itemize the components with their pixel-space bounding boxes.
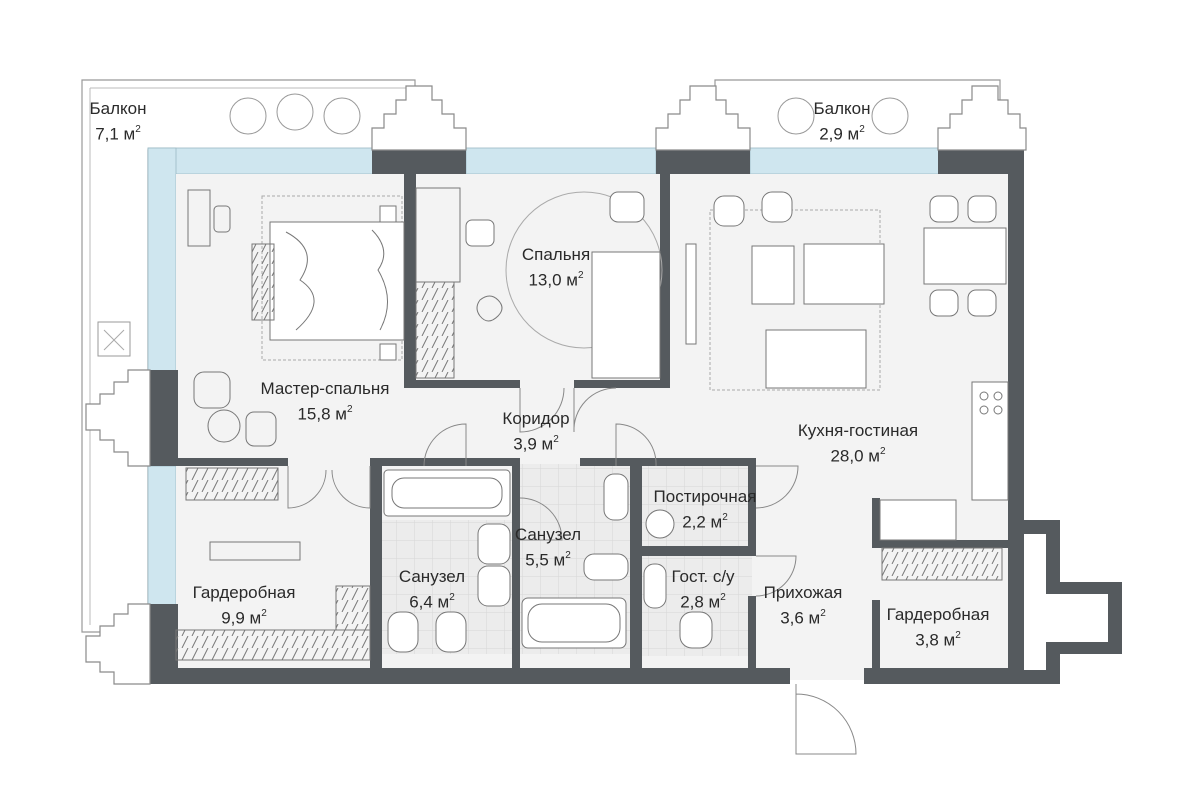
area-unit-superscript: 2 (346, 404, 353, 415)
facade-columns (85, 85, 1027, 685)
room-label-balcony-right: Балкон 2,9 м2 (813, 98, 870, 146)
room-label-bathroom-2: Санузел 6,4 м2 (399, 566, 465, 614)
planter-icon (97, 321, 131, 357)
room-area: 5,5 м (525, 550, 566, 570)
kitchen-counter-icon (879, 381, 1009, 541)
balcony-chair-icon (777, 97, 815, 135)
glazing (147, 147, 943, 609)
room-name: Прихожая (763, 583, 843, 602)
master-bed-icon (251, 195, 405, 361)
room-label-guest-wc: Гост. с/у 2,8 м2 (671, 566, 734, 614)
balcony-chair-icon (276, 93, 314, 131)
area-unit-superscript: 2 (820, 608, 826, 619)
room-area: 7,1 м (95, 124, 136, 144)
living-furniture (685, 191, 1007, 391)
area-unit-superscript: 2 (955, 630, 961, 641)
room-area: 3,6 м (780, 608, 821, 628)
room-name: Коридор (502, 409, 570, 428)
room-name: Постирочная (653, 487, 757, 506)
room-area: 3,8 м (915, 630, 956, 650)
area-unit-superscript: 2 (449, 592, 455, 603)
room-label-bedroom: Спальня 13,0 м2 (522, 244, 590, 292)
room-area: 15,8 м (297, 404, 347, 424)
room-label-corridor: Коридор 3,9 м2 (502, 408, 569, 456)
room-name: Кухня-гостиная (797, 421, 919, 440)
room-label-hallway: Прихожая 3,6 м2 (764, 582, 843, 630)
room-name: Санузел (398, 567, 466, 586)
room-name: Мастер-спальня (260, 379, 390, 398)
room-area: 28,0 м (830, 446, 880, 466)
plumbing-fixtures (383, 469, 713, 653)
room-label-kitchen-living: Кухня-гостиная 28,0 м2 (798, 420, 918, 468)
room-area: 2,8 м (680, 592, 721, 612)
room-area: 6,4 м (409, 592, 450, 612)
area-unit-superscript: 2 (722, 512, 728, 523)
room-name: Гардеробная (886, 605, 990, 624)
area-unit-superscript: 2 (720, 592, 726, 603)
room-name: Гост. с/у (671, 567, 735, 586)
room-area: 9,9 м (221, 608, 262, 628)
wardrobe-shelving (175, 467, 1003, 661)
outer-walls (150, 150, 1122, 684)
balcony-table-icon (323, 97, 361, 135)
balcony-chair-icon (871, 97, 909, 135)
room-name: Балкон (89, 99, 147, 118)
balcony-chair-icon (229, 97, 267, 135)
room-label-balcony-left: Балкон 7,1 м2 (89, 98, 146, 146)
room-name: Санузел (514, 525, 582, 544)
area-unit-superscript: 2 (135, 124, 141, 135)
room-label-wardrobe-left: Гардеробная 9,9 м2 (193, 582, 296, 630)
area-unit-superscript: 2 (565, 550, 571, 561)
room-name: Гардеробная (192, 583, 296, 602)
room-area: 2,2 м (682, 512, 723, 532)
desk-icon (187, 189, 231, 247)
armchair-icon (193, 371, 277, 447)
area-unit-superscript: 2 (859, 124, 865, 135)
room-label-bathroom-1: Санузел 5,5 м2 (515, 524, 581, 572)
room-area: 2,9 м (819, 124, 860, 144)
interior-walls (176, 174, 1008, 668)
kids-room-furniture (415, 187, 663, 379)
room-label-laundry: Постирочная 2,2 м2 (654, 486, 757, 534)
room-name: Балкон (813, 99, 871, 118)
area-unit-superscript: 2 (261, 608, 267, 619)
area-unit-superscript: 2 (553, 434, 559, 445)
room-name: Спальня (521, 245, 591, 264)
area-unit-superscript: 2 (577, 270, 584, 281)
room-area: 3,9 м (513, 434, 554, 454)
room-area: 13,0 м (528, 270, 578, 290)
area-unit-superscript: 2 (879, 446, 886, 457)
door-swings (287, 387, 857, 755)
room-label-wardrobe-right: Гардеробная 3,8 м2 (887, 604, 990, 652)
room-label-master-bedroom: Мастер-спальня 15,8 м2 (260, 378, 389, 426)
